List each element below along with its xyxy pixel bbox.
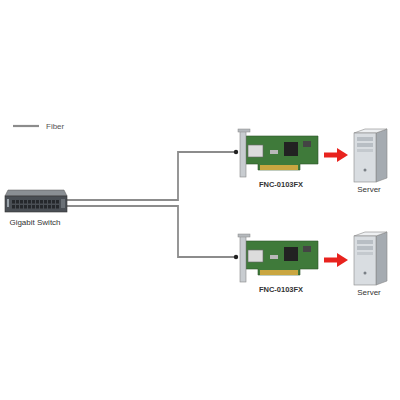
node-label: Gigabit Switch [9,218,60,228]
server-side [376,129,387,182]
legend-sample [12,120,40,132]
flow-arrow [324,153,337,158]
flow-arrow [324,258,337,263]
card-bracket [240,131,246,177]
switch-illustration [5,190,67,212]
fiber-link [67,206,238,257]
nic-card-illustration [238,234,318,282]
fiber-end-dot [234,255,238,259]
fiber-port [248,145,263,157]
nic-card-node: FNC-0103FX [238,128,324,190]
card-component [270,150,278,154]
power-button [364,169,367,172]
server-front [354,133,376,182]
switch-node: Gigabit Switch [3,188,67,228]
server-node: Server [348,126,390,195]
node-label: Server [357,288,381,298]
node-label: FNC-0103FX [259,180,303,190]
drive-bay [357,137,373,141]
card-component [303,141,311,147]
switch-uplink [61,199,65,208]
server-illustration [354,129,387,182]
node-label: Server [357,185,381,195]
switch-front [5,196,67,212]
drive-bay [357,149,373,152]
card-board [246,136,318,170]
legend: Fiber [12,120,64,132]
switch-top [5,190,67,196]
server-node: Server [348,229,390,298]
legend-entry: Fiber [12,120,64,132]
fiber-end-dot [234,150,238,154]
switch-ports [11,199,59,209]
bracket-tab [238,129,250,132]
legend-text: Fiber [46,122,64,131]
node-label: FNC-0103FX [259,285,303,295]
nic-card-illustration [238,129,318,177]
drive-bay [357,143,373,147]
nic-card-node: FNC-0103FX [238,233,324,295]
card-connector [260,165,298,170]
fiber-sample-line [13,125,39,127]
card-chip [284,142,298,156]
switch-leds [7,199,9,207]
server-illustration [354,232,387,285]
fiber-link [67,152,238,200]
server-top [354,129,387,133]
